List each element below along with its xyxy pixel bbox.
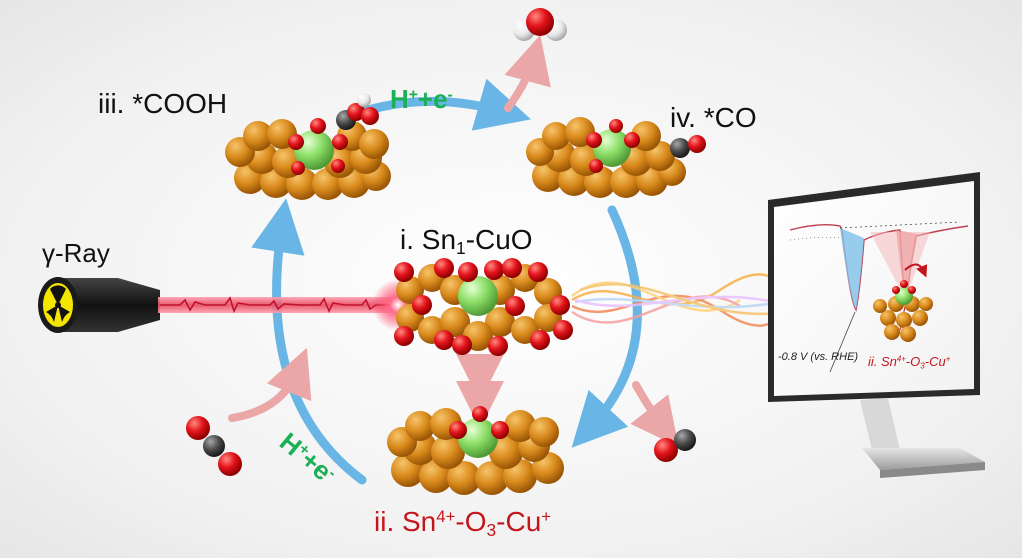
state-ii-label-prefix: ii. Sn	[374, 506, 437, 537]
monitor-state-sup1: 4+	[896, 354, 906, 364]
radiation-icon	[46, 285, 70, 322]
state-iii-label: iii. *COOH	[98, 88, 228, 119]
gamma-ray-label: γ-Ray	[42, 238, 110, 268]
state-ii-label: ii. Sn4+-O3-Cu+	[374, 508, 551, 539]
gamma-ray-beam	[158, 279, 424, 331]
state-iv-label: iv. *CO	[670, 102, 757, 133]
monitor-state-prefix: ii. Sn	[868, 354, 897, 369]
monitor-state-label: ii. Sn4+-O3-Cu+	[868, 355, 950, 370]
state-i-model	[394, 258, 573, 356]
side-arrows	[228, 34, 679, 447]
state-ii-label-sup1: 4+	[436, 506, 456, 526]
state-ii-label-mid1: -O	[455, 506, 487, 537]
proton-top-rest: +e	[417, 84, 448, 114]
cycle-arrow-iv-to-ii	[571, 205, 642, 448]
proton-top-sup: +	[408, 86, 418, 104]
state-ii-label-mid2: -Cu	[496, 506, 542, 537]
co-release-arrow	[630, 381, 679, 447]
proton-top-h: H	[390, 84, 409, 114]
monitor-state-sub: 3	[920, 361, 925, 371]
co-molecule	[654, 429, 696, 462]
monitor-state-mid2: -Cu	[924, 354, 946, 369]
monitor-state-sup2: +	[945, 354, 951, 364]
monitor-potential-label: -0.8 V (vs. RHE)	[778, 351, 859, 363]
monitor	[768, 172, 985, 478]
proton-electron-top-label: H++e-	[390, 86, 453, 112]
state-i-label-subscript: 1	[456, 237, 466, 258]
proton-top-sup2: -	[447, 86, 453, 104]
water-molecule	[513, 8, 567, 41]
co2-input-arrow	[228, 347, 312, 422]
state-i-label: i. Sn1-CuO	[400, 226, 533, 257]
energy-streaks	[571, 273, 801, 327]
co2-molecule	[186, 416, 242, 476]
state-iv-model	[526, 117, 706, 198]
state-i-label-prefix: i. Sn	[400, 224, 457, 255]
state-ii-model	[387, 406, 564, 495]
water-release-arrow	[504, 34, 551, 112]
state-ii-label-sup2: +	[541, 506, 552, 526]
gamma-ray-source	[38, 277, 160, 333]
monitor-spectrum	[789, 221, 969, 373]
state-iii-model	[225, 93, 391, 200]
monitor-state-mid1: -O	[905, 354, 921, 369]
state-ii-label-sub: 3	[486, 519, 497, 540]
state-i-label-suffix: -CuO	[465, 224, 533, 255]
